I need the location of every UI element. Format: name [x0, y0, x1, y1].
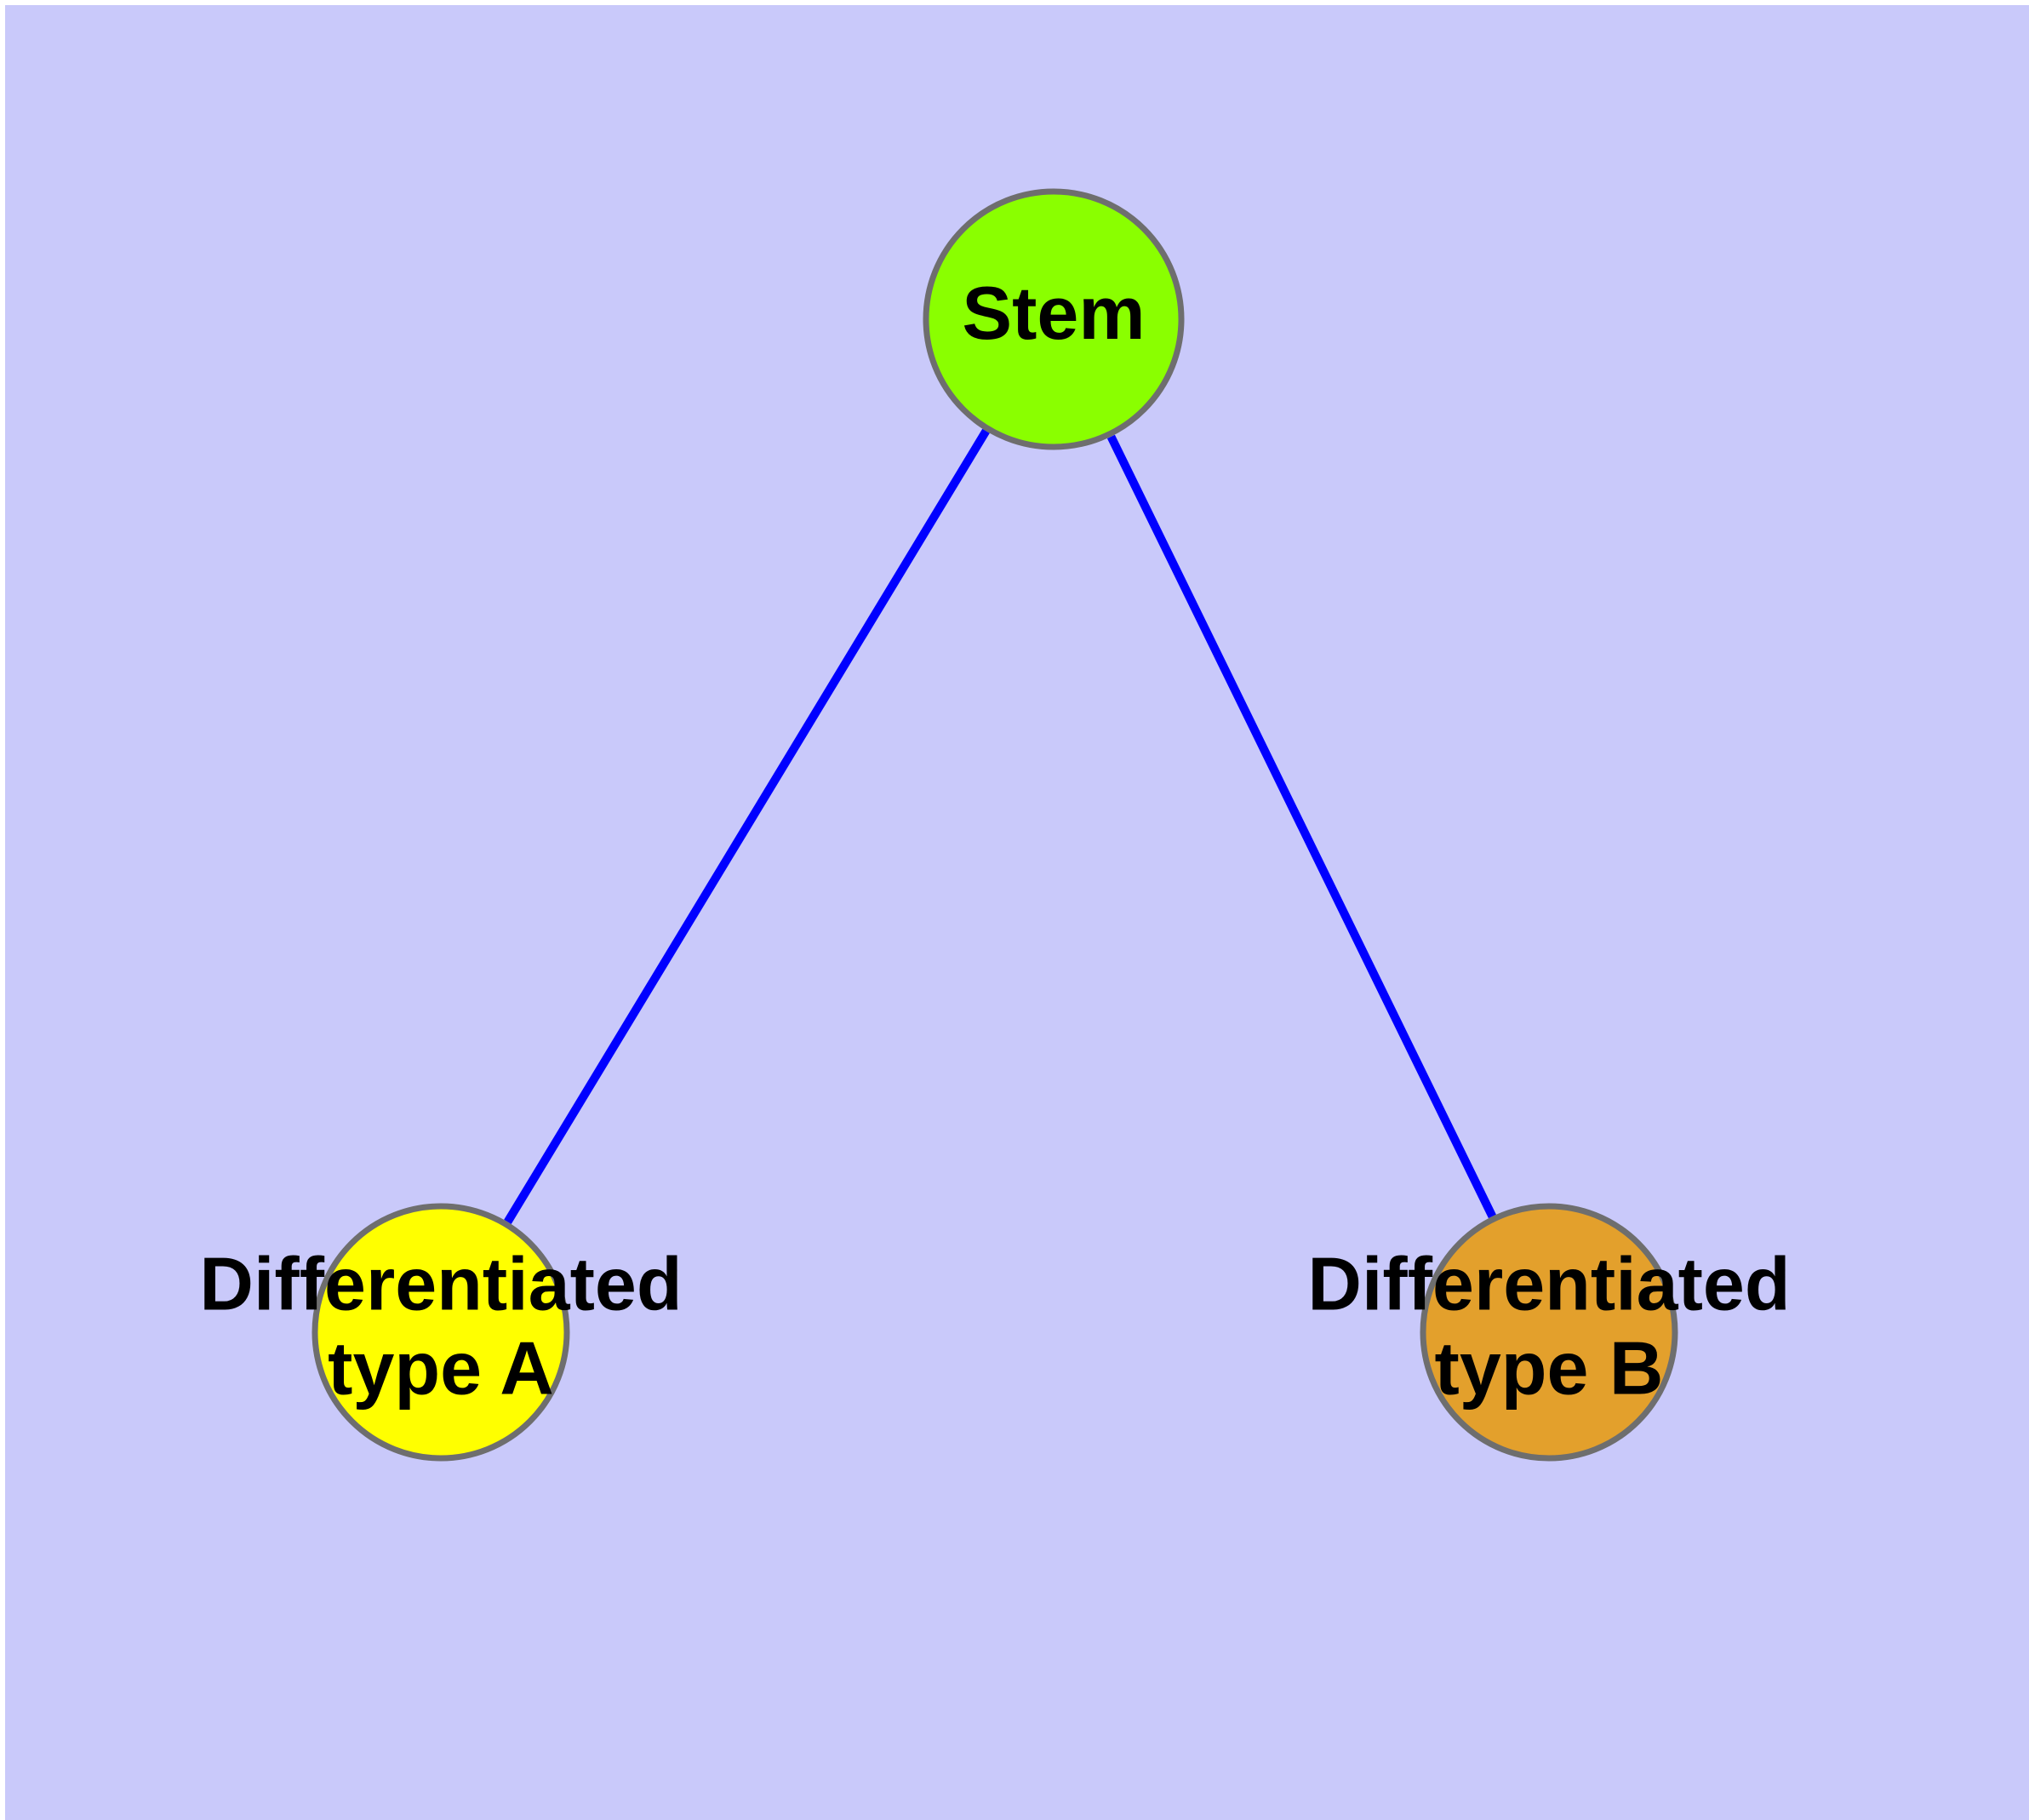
graph-edge[interactable]	[1106, 434, 1496, 1219]
node-label-line: Differentiated	[1307, 1242, 1790, 1326]
node-label-line: type B	[1435, 1326, 1664, 1411]
nodes-layer	[311, 188, 1678, 1462]
graph-edge[interactable]	[504, 428, 990, 1224]
graph-node-diff_a[interactable]	[311, 1203, 570, 1462]
node-label-line: Differentiated	[199, 1242, 682, 1326]
node-label-line: Stem	[962, 271, 1145, 355]
node-label-line: type A	[328, 1326, 554, 1411]
node-label-stem: Stem	[962, 271, 1145, 355]
graph-node-stem[interactable]	[923, 188, 1185, 450]
edges-layer	[504, 428, 1496, 1224]
graph-node-diff_b[interactable]	[1420, 1203, 1678, 1462]
